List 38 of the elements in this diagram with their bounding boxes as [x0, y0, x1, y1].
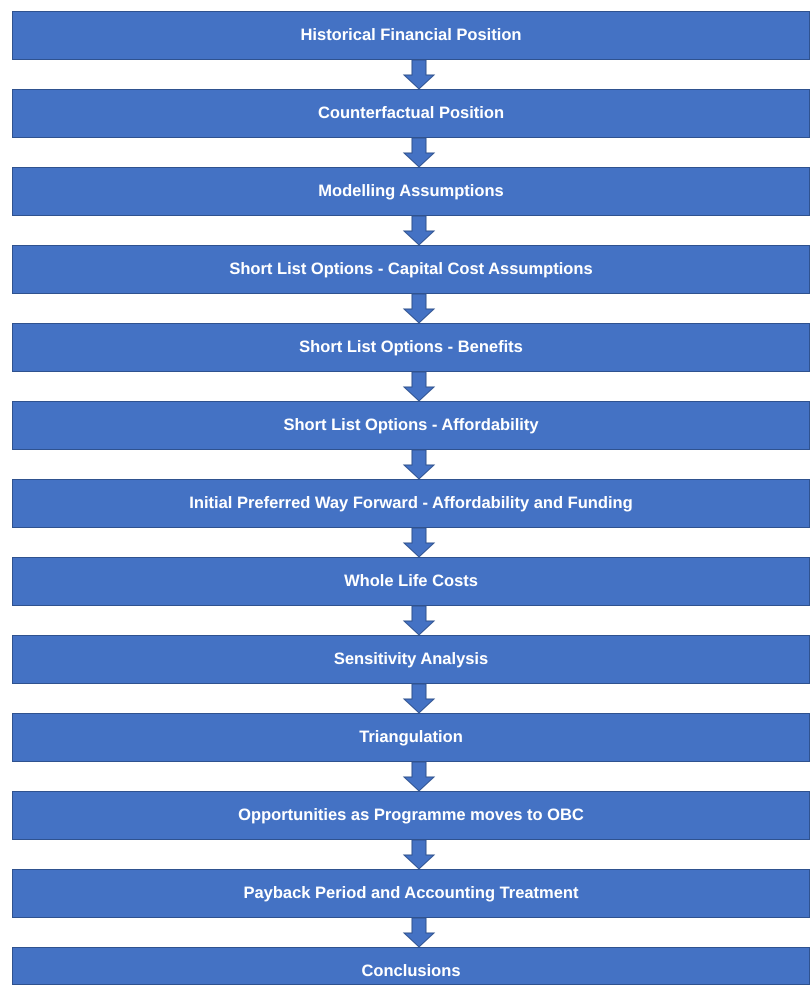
box-label: Whole Life Costs: [344, 572, 478, 591]
arrow: [402, 762, 436, 792]
arrow: [402, 684, 436, 714]
process-box: [12, 869, 810, 918]
box-label: Historical Financial Position: [300, 26, 522, 45]
box-label: Short List Options - Capital Cost Assumptions: [229, 260, 593, 279]
process-box: [12, 89, 810, 138]
box-label: Modelling Assumptions: [318, 182, 504, 201]
arrow: [402, 216, 436, 246]
process-box: [12, 479, 810, 528]
arrow: [402, 840, 436, 870]
process-box: [12, 635, 810, 684]
process-box: [12, 947, 810, 985]
process-box: [12, 557, 810, 606]
arrow: [402, 294, 436, 324]
process-box: [12, 791, 810, 840]
box-label: Counterfactual Position: [318, 104, 504, 123]
arrow: [402, 60, 436, 90]
arrow: [402, 606, 436, 636]
box-label: Sensitivity Analysis: [334, 650, 488, 669]
process-box: [12, 167, 810, 216]
process-box: [12, 713, 810, 762]
box-label: Payback Period and Accounting Treatment: [244, 884, 578, 903]
arrow: [402, 918, 436, 948]
arrow: [402, 372, 436, 402]
process-box: [12, 11, 810, 60]
arrow: [402, 450, 436, 480]
arrow: [402, 528, 436, 558]
box-label: Initial Preferred Way Forward - Affordability and Funding: [189, 494, 633, 513]
process-box: [12, 245, 810, 294]
box-label: Short List Options - Affordability: [283, 416, 539, 435]
arrow: [402, 138, 436, 168]
box-label: Conclusions: [361, 962, 460, 980]
box-label: Short List Options - Benefits: [299, 338, 523, 357]
process-box: [12, 401, 810, 450]
box-label: Triangulation: [359, 728, 463, 747]
box-label: Opportunities as Programme moves to OBC: [238, 806, 584, 825]
process-box: [12, 323, 810, 372]
